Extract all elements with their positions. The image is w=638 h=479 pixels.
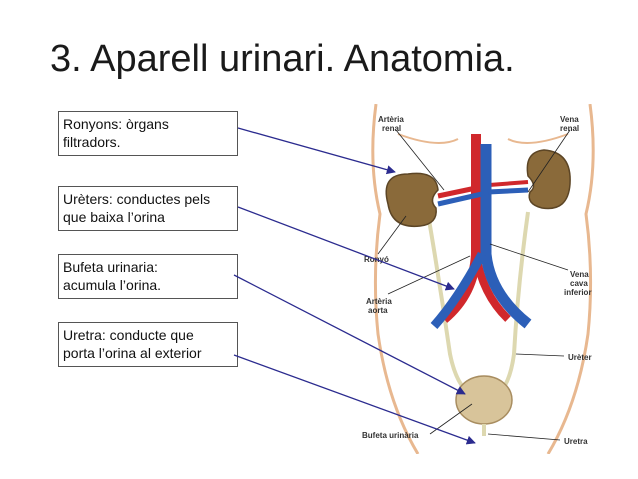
- callout-ronyons-line1: Ronyons: òrgans: [63, 116, 169, 132]
- label-ureter: Urèter: [568, 353, 592, 362]
- pointer-uretra: [233, 354, 476, 445]
- label-vena-cava-3: inferior: [564, 288, 592, 297]
- label-vena-renal-2: renal: [560, 124, 579, 133]
- pointer-bufeta: [233, 274, 466, 395]
- vena-cava-left-branch: [430, 251, 486, 329]
- callout-ronyons-line2: filtradors.: [63, 134, 121, 150]
- label-vena-renal-1: Vena: [560, 115, 579, 124]
- callout-uretra: Uretra: conducte que porta l’orina al ex…: [58, 322, 238, 367]
- label-vena-cava-2: cava: [570, 279, 588, 288]
- callout-uretra-line2: porta l’orina al exterior: [63, 345, 202, 361]
- callout-bufeta-line1: Bufeta urinaria:: [63, 259, 158, 275]
- callout-ureters-line2: que baixa l’orina: [63, 209, 165, 225]
- label-arteria-renal-2: renal: [382, 124, 401, 133]
- label-bufeta: Bufeta urinària: [362, 431, 419, 440]
- slide-title: 3. Aparell urinari. Anatomia.: [50, 38, 515, 80]
- label-uretra: Uretra: [564, 437, 588, 446]
- renal-vein-left: [437, 191, 483, 207]
- torso-outline-right: [546, 104, 595, 454]
- ribs-right: [507, 133, 569, 144]
- callout-ureters-line1: Urèters: conductes pels: [63, 191, 211, 207]
- callout-ronyons: Ronyons: òrgans filtradors.: [58, 111, 238, 156]
- label-vena-cava-1: Vena: [570, 270, 589, 279]
- callout-uretra-line1: Uretra: conducte que: [63, 327, 194, 343]
- renal-vein-right: [487, 187, 529, 195]
- urinary-system-illustration: Artèria renal Vena renal Ronyó Artèria a…: [362, 104, 595, 454]
- right-ureter: [496, 211, 530, 396]
- pointer-ureters: [237, 206, 455, 291]
- pointer-ronyons: [237, 127, 396, 175]
- ribs-left: [397, 133, 459, 144]
- left-ureter: [426, 213, 472, 396]
- callout-ureters: Urèters: conductes pels que baixa l’orin…: [58, 186, 238, 231]
- callout-bufeta-line2: acumula l’orina.: [63, 277, 162, 293]
- torso-outline: [371, 104, 420, 454]
- right-kidney: [526, 149, 571, 210]
- vena-cava: [480, 144, 532, 329]
- label-arteria-aorta-1: Artèria: [366, 297, 392, 306]
- left-kidney: [385, 172, 439, 228]
- label-arteria-renal-1: Artèria: [378, 115, 404, 124]
- renal-artery-left: [437, 185, 477, 199]
- label-arteria-aorta-2: aorta: [368, 306, 388, 315]
- callout-bufeta: Bufeta urinaria: acumula l’orina.: [58, 254, 238, 299]
